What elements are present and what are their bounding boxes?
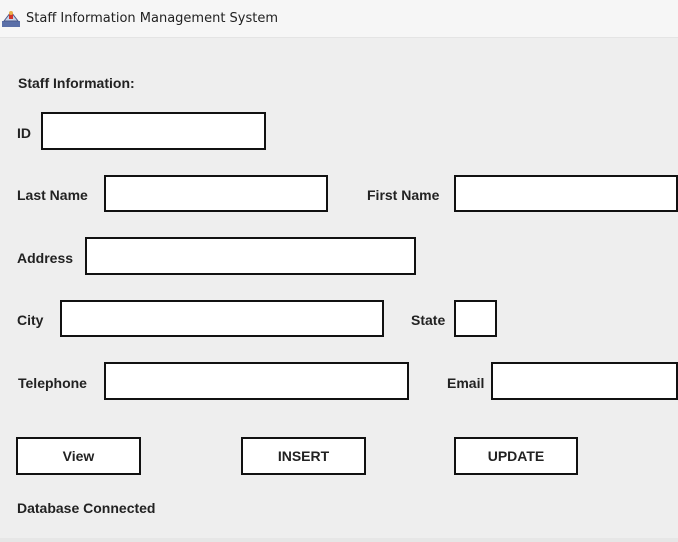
address-input[interactable] [85, 237, 416, 275]
telephone-label: Telephone [18, 375, 87, 391]
state-label: State [411, 312, 446, 328]
form-heading: Staff Information: [18, 75, 135, 91]
title-bar: Staff Information Management System [0, 0, 678, 38]
id-label: ID [17, 125, 31, 141]
java-app-icon [2, 9, 20, 27]
email-input[interactable] [491, 362, 678, 400]
state-input[interactable] [454, 300, 497, 337]
update-button[interactable]: UPDATE [454, 437, 578, 475]
address-label: Address [17, 250, 74, 266]
status-label: Database Connected [17, 500, 156, 516]
view-button[interactable]: View [16, 437, 141, 475]
last-name-label: Last Name [17, 187, 88, 203]
city-input[interactable] [60, 300, 384, 337]
window-title: Staff Information Management System [26, 11, 279, 26]
first-name-label: First Name [367, 187, 440, 203]
telephone-input[interactable] [104, 362, 409, 400]
last-name-input[interactable] [104, 175, 328, 212]
id-input[interactable] [41, 112, 266, 150]
insert-button[interactable]: INSERT [241, 437, 366, 475]
window-bottom-edge [0, 538, 678, 542]
email-label: Email [447, 375, 485, 391]
first-name-input[interactable] [454, 175, 678, 212]
city-label: City [17, 312, 44, 328]
